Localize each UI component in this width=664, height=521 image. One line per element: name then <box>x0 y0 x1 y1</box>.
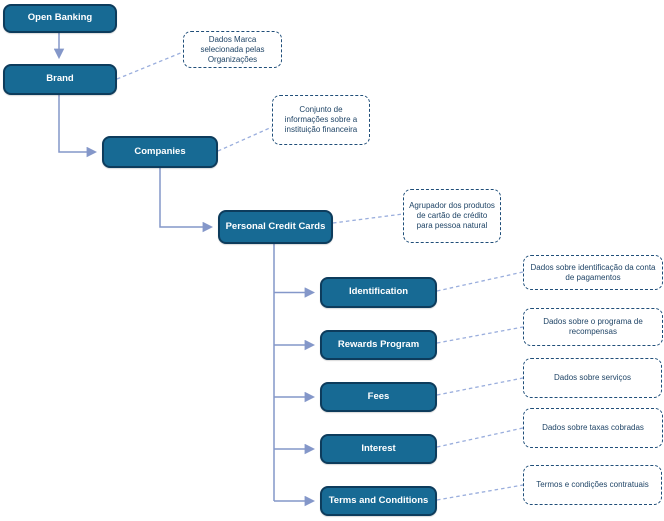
note-text: Conjunto de informações sobre a institui… <box>284 105 358 134</box>
node-label: Identification <box>348 286 409 298</box>
note-fees: Dados sobre serviços <box>523 358 662 398</box>
connector-brand-to-companies <box>58 95 98 158</box>
node-personal-credit-cards: Personal Credit Cards <box>218 210 333 244</box>
note-text: Termos e condições contratuais <box>536 480 649 489</box>
note-text: Dados sobre taxas cobradas <box>542 423 644 432</box>
note-interest: Dados sobre taxas cobradas <box>523 408 663 448</box>
node-companies: Companies <box>102 136 218 168</box>
note-link-identification <box>436 271 524 292</box>
note-terms-and-conditions: Termos e condições contratuais <box>523 465 662 505</box>
node-fees: Fees <box>320 382 437 412</box>
note-text: Dados Marca selecionada pelas Organizaçõ… <box>200 34 265 64</box>
node-identification: Identification <box>320 277 437 308</box>
note-link-interest <box>436 427 524 448</box>
node-terms-and-conditions: Terms and Conditions <box>320 486 437 516</box>
node-open-banking: Open Banking <box>3 4 117 33</box>
node-rewards-program: Rewards Program <box>320 330 437 360</box>
note-identification: Dados sobre identificação da conta de pa… <box>523 255 663 290</box>
note-text: Dados sobre serviços <box>554 373 631 382</box>
note-personal-credit-cards: Agrupador dos produtos de cartão de créd… <box>403 189 501 243</box>
note-link-personal-credit-cards <box>332 213 404 224</box>
note-text: Agrupador dos produtos de cartão de créd… <box>409 201 495 230</box>
node-brand: Brand <box>3 64 117 95</box>
node-label: Interest <box>361 442 396 454</box>
node-label: Companies <box>134 145 186 157</box>
node-label: Terms and Conditions <box>328 494 429 506</box>
note-companies: Conjunto de informações sobre a institui… <box>272 95 370 145</box>
note-text: Dados sobre o programa de recompensas <box>543 317 643 336</box>
note-text: Dados sobre identificação da conta de pa… <box>530 262 656 282</box>
node-interest: Interest <box>320 434 437 464</box>
note-rewards-program: Dados sobre o programa de recompensas <box>523 308 663 346</box>
connector-companies-to-personal-credit-cards <box>159 168 214 233</box>
note-link-terms-and-conditions <box>436 484 524 501</box>
node-label: Rewards Program <box>337 338 420 350</box>
note-link-rewards-program <box>436 326 524 344</box>
note-link-brand <box>116 51 184 80</box>
note-link-companies <box>217 126 273 152</box>
note-brand: Dados Marca selecionada pelas Organizaçõ… <box>183 31 282 68</box>
node-label: Personal Credit Cards <box>225 220 326 232</box>
node-label: Fees <box>367 390 390 402</box>
node-label: Open Banking <box>27 12 93 24</box>
node-label: Brand <box>46 73 74 85</box>
note-link-fees <box>436 377 524 396</box>
